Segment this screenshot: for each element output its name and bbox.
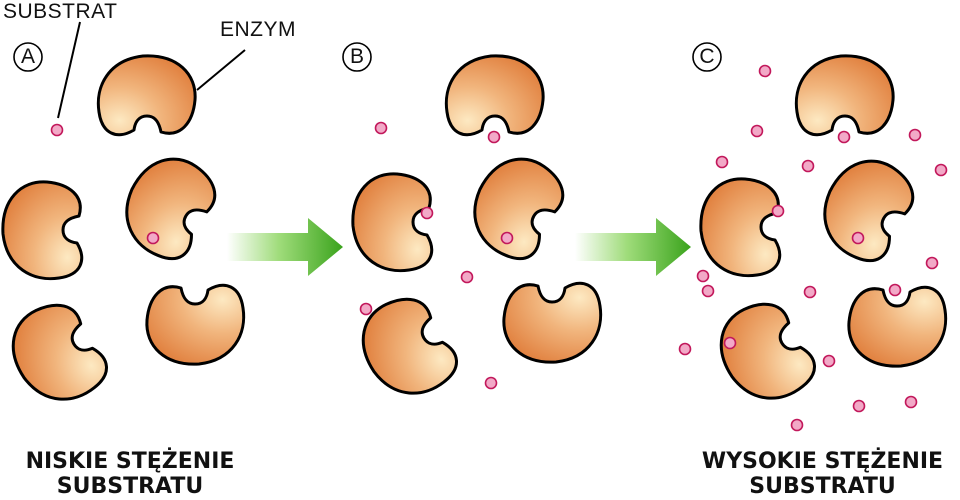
- enzyme: [0, 291, 116, 418]
- substrate-molecule: [420, 206, 434, 220]
- substrate-molecule: [888, 283, 902, 297]
- substrate-molecule: [359, 302, 373, 316]
- substrate-molecule: [701, 284, 715, 298]
- panel-c-letter: C: [699, 45, 715, 68]
- high-caption-line2: SUBSTRATU: [749, 474, 896, 499]
- substrate-molecule: [934, 163, 948, 177]
- enzyme: [847, 285, 948, 368]
- enzyme: [502, 281, 603, 364]
- panel-a-circle: [13, 42, 43, 72]
- substrate-molecule: [803, 285, 817, 299]
- substrate-molecule: [822, 354, 836, 368]
- panel-b-letter: B: [349, 45, 364, 68]
- substrate-molecule: [374, 121, 388, 135]
- substrate-molecule: [925, 256, 939, 270]
- substrate-molecule: [487, 130, 501, 144]
- substrate-molecule: [484, 376, 498, 390]
- substrate-molecule: [678, 342, 692, 356]
- arrow-a-to-b: [227, 218, 343, 276]
- enzyme: [107, 142, 228, 269]
- panel-a-letter: A: [20, 45, 35, 68]
- substrate-molecule: [908, 128, 922, 142]
- low-concentration-caption: NISKIE STĘŻENIE SUBSTRATU: [0, 449, 260, 499]
- substrate-molecule: [904, 395, 918, 409]
- enzyme: [1, 180, 84, 281]
- low-caption-line2: SUBSTRATU: [56, 474, 204, 499]
- enzyme: [699, 177, 782, 278]
- substrate-molecule: [500, 231, 514, 245]
- low-caption-line1: NISKIE STĘŻENIE: [25, 449, 235, 474]
- high-concentration-caption: WYSOKIE STĘŻENIE SUBSTRATU: [690, 449, 955, 499]
- substrate-molecule: [837, 130, 851, 144]
- substrate-pointer-line: [57, 21, 81, 119]
- panel-b-circle: [342, 42, 372, 72]
- enzyme: [455, 142, 576, 269]
- substrate-molecule: [771, 204, 785, 218]
- substrate-molecule: [750, 124, 764, 138]
- substrate-molecule: [715, 155, 729, 169]
- enzymes-layer: [0, 54, 948, 418]
- substrate-molecule: [50, 123, 64, 137]
- substrate-label: SUBSTRAT: [3, 0, 118, 23]
- substrates-layer: [50, 64, 948, 432]
- substrate-molecule: [460, 270, 474, 284]
- substrate-molecule: [851, 231, 865, 245]
- enzyme: [444, 54, 545, 137]
- arrow-b-to-c: [575, 218, 691, 276]
- substrate-molecule: [723, 336, 737, 350]
- panel-c-circle: [692, 42, 722, 72]
- enzyme-label: ENZYM: [220, 18, 296, 41]
- enzyme: [704, 290, 824, 417]
- substrate-molecule: [852, 399, 866, 413]
- enzyme-pointer-line: [196, 49, 246, 91]
- substrate-molecule: [758, 64, 772, 78]
- substrate-molecule: [801, 159, 815, 173]
- substrate-molecule: [146, 231, 160, 245]
- substrate-molecule: [696, 269, 710, 283]
- enzyme: [145, 283, 246, 366]
- enzyme: [794, 54, 895, 137]
- enzyme: [351, 172, 434, 273]
- substrate-molecule: [790, 418, 804, 432]
- high-caption-line1: WYSOKIE STĘŻENIE: [701, 449, 944, 474]
- enzyme: [805, 144, 926, 271]
- enzyme: [96, 54, 197, 137]
